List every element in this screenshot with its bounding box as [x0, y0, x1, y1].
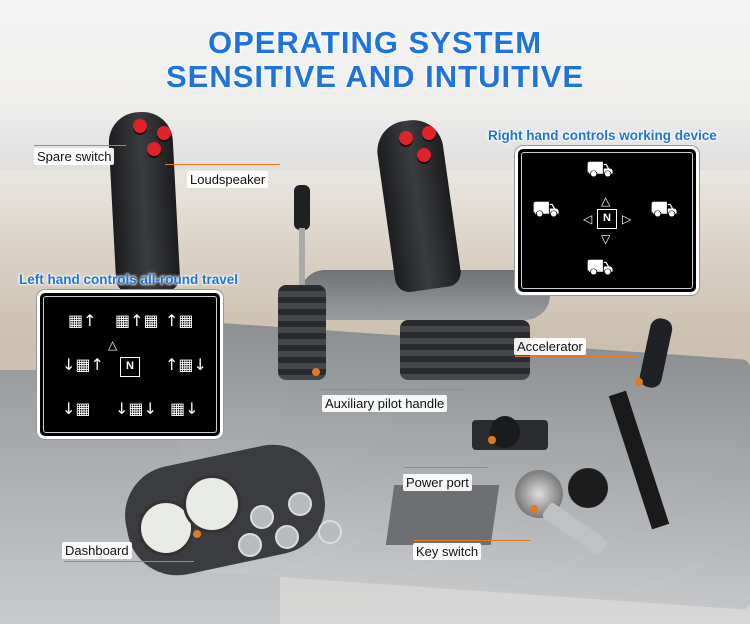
loudspeaker-button: [147, 142, 161, 156]
bucket-curl-loader-icon: ⛟: [532, 197, 560, 222]
key-switch-label: Key switch: [413, 543, 482, 560]
travel-reverse-left-icon: ↓▦: [62, 399, 91, 418]
right-joystick-boot: [400, 320, 530, 380]
key-switch-leader: [414, 540, 530, 541]
right-neutral-icon: N: [597, 209, 617, 229]
spare-switch-button: [133, 119, 147, 133]
loudspeaker-label: Loudspeaker: [187, 171, 269, 188]
key-cap: [568, 468, 608, 508]
manual-holder: [385, 485, 500, 545]
arrow-left-icon: ◁: [583, 212, 593, 226]
title-line-1: OPERATING SYSTEM: [207, 25, 543, 60]
power-port-cap: [490, 416, 520, 448]
right-joystick-button-1: [399, 131, 413, 145]
travel-reverse-icon: ↓▦↓: [115, 399, 157, 418]
bucket-dump-loader-icon: ⛟: [650, 197, 678, 222]
accelerator-label: Accelerator: [514, 338, 586, 355]
travel-forward-icon: ▦↑▦: [115, 311, 159, 330]
indicator-4: [238, 533, 262, 557]
right-top-button: [157, 126, 171, 140]
boom-up-loader-icon: ⛟: [586, 157, 614, 182]
arrow-down-icon: ▽: [601, 232, 611, 246]
travel-spin-left-icon: ↓▦↑: [62, 355, 104, 374]
boom-down-loader-icon: ⛟: [586, 255, 614, 280]
arrow-up-icon: △: [601, 194, 611, 208]
direction-star-icon: △: [108, 338, 144, 352]
aux-handle-knob: [294, 185, 310, 230]
dashboard-gauge-left: [138, 500, 194, 556]
accelerator-dot: [635, 378, 643, 386]
left-travel-diagram: ▦↑ ▦↑▦ ↑▦ ↓▦↑ N △ ↑▦↓ ↓▦ ↓▦↓ ▦↓: [37, 290, 223, 439]
dashboard-gauge-right: [183, 475, 241, 533]
travel-forward-left-icon: ▦↑: [68, 311, 97, 330]
travel-spin-right-icon: ↑▦↓: [165, 355, 207, 374]
left-card-border: [43, 296, 217, 433]
accelerator-leader: [515, 356, 635, 357]
arrow-right-icon: ▷: [622, 212, 632, 226]
power-port-label: Power port: [403, 474, 472, 491]
right-card-border: [521, 152, 693, 289]
power-port-dot: [488, 436, 496, 444]
right-working-diagram: ⛟ ⛟ △ ◁ N ▷ ▽ ⛟ ⛟: [515, 146, 699, 295]
indicator-1: [250, 505, 274, 529]
spare-switch-leader: [34, 145, 126, 146]
indicator-2: [288, 492, 312, 516]
spare-switch-label: Spare switch: [34, 148, 115, 165]
right-panel-header: Right hand controls working device: [488, 128, 717, 143]
dashboard-label: Dashboard: [62, 542, 132, 559]
travel-reverse-right-icon: ▦↓: [170, 399, 199, 418]
power-port-leader: [404, 467, 488, 468]
aux-handle-leader: [320, 389, 465, 390]
left-panel-header: Left hand controls all-round travel: [19, 272, 239, 287]
key-switch-dot: [530, 505, 538, 513]
loudspeaker-leader: [165, 164, 280, 165]
indicator-5: [318, 520, 342, 544]
indicator-3: [275, 525, 299, 549]
left-joystick: [107, 110, 181, 294]
right-joystick-button-3: [417, 148, 431, 162]
title-line-2: SENSITIVE AND INTUITIVE: [165, 59, 584, 94]
aux-handle-boot: [278, 285, 326, 380]
right-joystick-button-2: [422, 126, 436, 140]
dashboard-leader: [64, 561, 194, 562]
aux-handle-rod: [299, 228, 305, 288]
dashboard-dot: [193, 530, 201, 538]
aux-handle-label: Auxiliary pilot handle: [322, 395, 448, 412]
aux-handle-dot: [312, 368, 320, 376]
left-neutral-icon: N: [120, 357, 140, 377]
travel-forward-right-icon: ↑▦: [165, 311, 194, 330]
